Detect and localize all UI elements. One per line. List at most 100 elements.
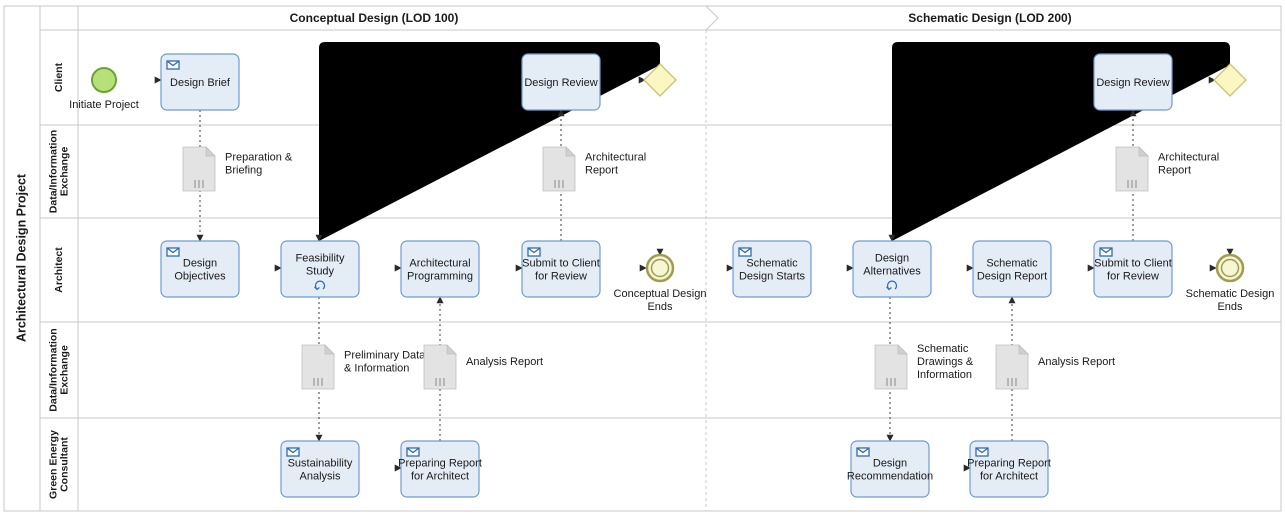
event-label-schematic-design-ends: Schematic Design bbox=[1186, 288, 1275, 300]
envelope-icon bbox=[1099, 247, 1113, 257]
task-label: Design Review bbox=[524, 77, 597, 89]
task-box bbox=[852, 240, 932, 298]
document-label-schematic-drawings: Drawings & bbox=[917, 356, 974, 368]
task-box bbox=[969, 440, 1049, 498]
task-box bbox=[972, 240, 1052, 298]
document-fold bbox=[1018, 344, 1029, 355]
envelope-flap bbox=[406, 447, 420, 454]
lane-label: Architect bbox=[53, 247, 65, 293]
data-object-analysis-report-2-icon bbox=[995, 344, 1029, 390]
envelope-icon bbox=[406, 447, 420, 457]
document-label-analysis-report-1: Analysis Report bbox=[466, 356, 543, 368]
task-label: Alternatives bbox=[863, 266, 921, 278]
task-design-review-1[interactable]: Design Review bbox=[521, 53, 601, 111]
envelope-icon bbox=[166, 247, 180, 257]
task-box bbox=[280, 240, 360, 298]
task-label: Preparing Report bbox=[398, 458, 482, 470]
task-box bbox=[1093, 53, 1173, 111]
event-label-conceptual-design-ends: Ends bbox=[647, 301, 673, 313]
envelope-icon bbox=[738, 247, 752, 257]
task-box bbox=[160, 240, 240, 298]
task-design-brief[interactable]: Design Brief bbox=[160, 53, 240, 111]
task-label: Design Report bbox=[977, 271, 1047, 283]
document-label-architectural-report-1: Report bbox=[585, 165, 618, 177]
document-icon bbox=[182, 146, 216, 192]
document-label-preparation-briefing: Briefing bbox=[225, 165, 262, 177]
document-icon bbox=[423, 344, 457, 390]
task-label: Design bbox=[873, 458, 907, 470]
data-object-architectural-report-1-icon bbox=[542, 146, 576, 192]
document-fold bbox=[446, 344, 457, 355]
lane-label-line: Green Energy bbox=[47, 430, 59, 499]
task-box bbox=[160, 53, 240, 111]
task-label: Design Starts bbox=[739, 271, 806, 283]
envelope-flap bbox=[527, 247, 541, 254]
envelope-flap bbox=[856, 447, 870, 454]
data-object-preliminary-data-icon bbox=[301, 344, 335, 390]
envelope-icon bbox=[527, 247, 541, 257]
envelope-flap bbox=[166, 247, 180, 254]
lane-label-line: Data/Information bbox=[47, 328, 59, 411]
task-label: for Review bbox=[535, 271, 587, 283]
task-box bbox=[400, 440, 480, 498]
task-label: for Review bbox=[1107, 271, 1159, 283]
document-label-architectural-report-2: Architectural bbox=[1158, 152, 1219, 164]
document-label-preliminary-data: & Information bbox=[344, 363, 409, 375]
start-event-icon[interactable] bbox=[91, 67, 117, 93]
data-object-architectural-report-2-icon bbox=[1115, 146, 1149, 192]
task-box bbox=[732, 240, 812, 298]
envelope-flap bbox=[166, 60, 180, 67]
document-fold bbox=[565, 146, 576, 157]
task-design-review-2[interactable]: Design Review bbox=[1093, 53, 1173, 111]
document-fold bbox=[897, 344, 908, 355]
task-label: Preparing Report bbox=[967, 458, 1051, 470]
loop-arc bbox=[314, 280, 326, 290]
event-label-initiate-project: Initiate Project bbox=[69, 99, 139, 111]
loop-icon bbox=[886, 280, 898, 291]
task-box bbox=[521, 53, 601, 111]
gateway-diamond-icon[interactable] bbox=[643, 63, 677, 97]
task-label: Architectural bbox=[409, 258, 470, 270]
loop-arc bbox=[886, 280, 898, 290]
document-label-analysis-report-2: Analysis Report bbox=[1038, 356, 1115, 368]
loop-icon bbox=[314, 280, 326, 291]
task-label: Submit to Client bbox=[1094, 258, 1172, 270]
task-label: for Architect bbox=[411, 471, 469, 483]
document-icon bbox=[542, 146, 576, 192]
envelope-flap bbox=[975, 447, 989, 454]
task-box bbox=[400, 240, 480, 298]
envelope-icon bbox=[856, 447, 870, 457]
document-fold bbox=[1138, 146, 1149, 157]
task-label: Sustainability bbox=[288, 458, 353, 470]
sequence-flow bbox=[888, 42, 1230, 242]
lane-label: Client bbox=[53, 62, 65, 92]
task-label: Objectives bbox=[174, 271, 226, 283]
pool-frame bbox=[3, 5, 1282, 512]
gateway-diamond-icon[interactable] bbox=[1213, 63, 1247, 97]
task-label: Programming bbox=[407, 271, 473, 283]
end-event-inner bbox=[1220, 258, 1240, 278]
lane-label-line: Client bbox=[53, 62, 65, 92]
lane-label-line: Data/Information bbox=[47, 130, 59, 213]
task-label: Design bbox=[183, 258, 217, 270]
document-label-schematic-drawings: Schematic bbox=[917, 343, 969, 355]
lane-label-line: Exchange bbox=[58, 345, 70, 395]
data-object-schematic-drawings-icon bbox=[874, 344, 908, 390]
envelope-icon bbox=[975, 447, 989, 457]
phase-title-conceptual: Conceptual Design (LOD 100) bbox=[290, 11, 459, 25]
loop-arrow bbox=[886, 286, 892, 291]
